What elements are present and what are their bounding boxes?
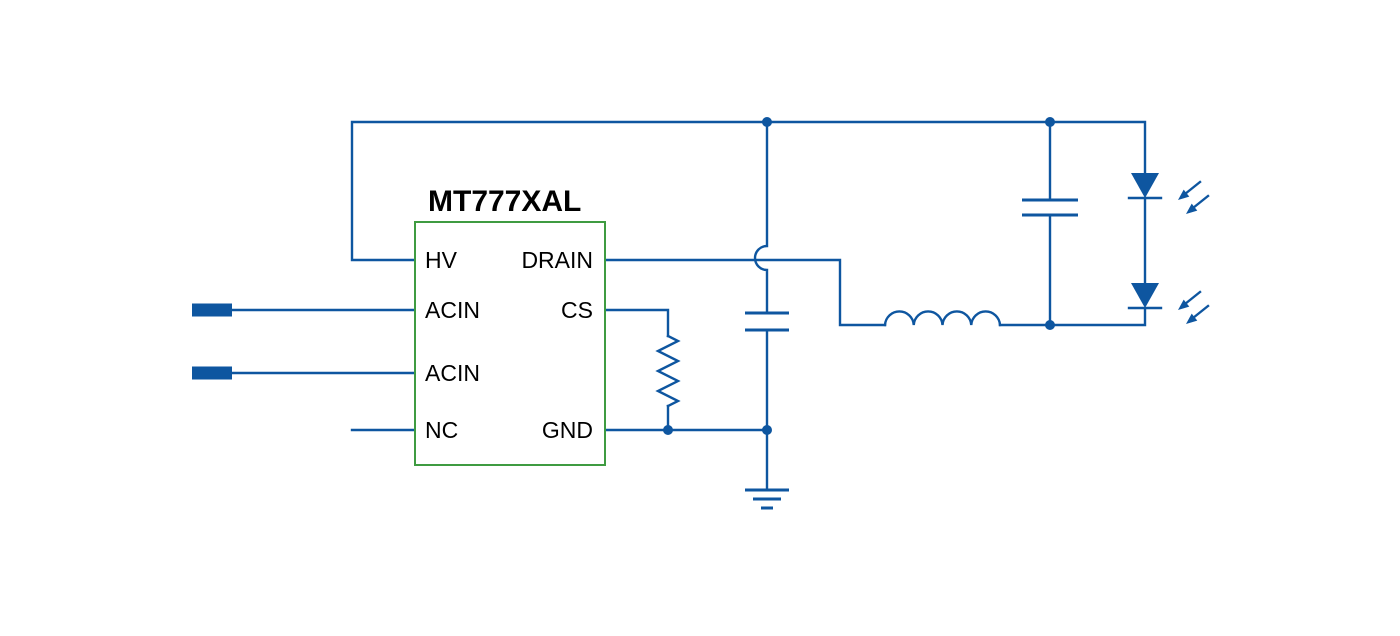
junction-dot (1045, 320, 1055, 330)
pin-label-hv: HV (425, 247, 458, 273)
led-2-light-arrow-1 (1176, 290, 1202, 312)
inductor (883, 310, 1002, 327)
output-capacitor (1022, 198, 1078, 217)
led-1-triangle (1131, 173, 1159, 198)
wire-hv-top-rail (350, 120, 1147, 262)
junction-dot (663, 425, 673, 435)
led-1-light-arrow-1 (1176, 180, 1202, 202)
ic-body (414, 221, 606, 466)
ac-input-terminal-2 (192, 366, 232, 380)
ac-input-terminal-1 (192, 303, 232, 317)
junction-dot (762, 117, 772, 127)
pin-label-drain: DRAIN (521, 247, 593, 273)
wire-mid-branch-with-hop (753, 120, 769, 315)
pin-label-gnd: GND (542, 417, 593, 443)
pin-label-acin-1: ACIN (425, 297, 480, 323)
led-2 (1127, 283, 1210, 326)
junction-dot (1045, 117, 1055, 127)
wire-inductor-to-led (998, 308, 1147, 327)
mid-capacitor (745, 311, 789, 332)
ground-symbol (745, 488, 789, 510)
wire-drain (603, 258, 887, 327)
current-sense-resistor (655, 334, 681, 408)
pin-label-nc: NC (425, 417, 458, 443)
wire-cs (603, 308, 670, 338)
led-2-triangle (1131, 283, 1159, 308)
led-1-light-arrow-2 (1184, 194, 1210, 216)
pin-label-cs: CS (561, 297, 593, 323)
ic-title: MT777XAL (428, 185, 581, 218)
pin-label-acin-2: ACIN (425, 360, 480, 386)
junction-dot (762, 425, 772, 435)
led-1 (1127, 173, 1210, 216)
led-2-light-arrow-2 (1184, 304, 1210, 326)
